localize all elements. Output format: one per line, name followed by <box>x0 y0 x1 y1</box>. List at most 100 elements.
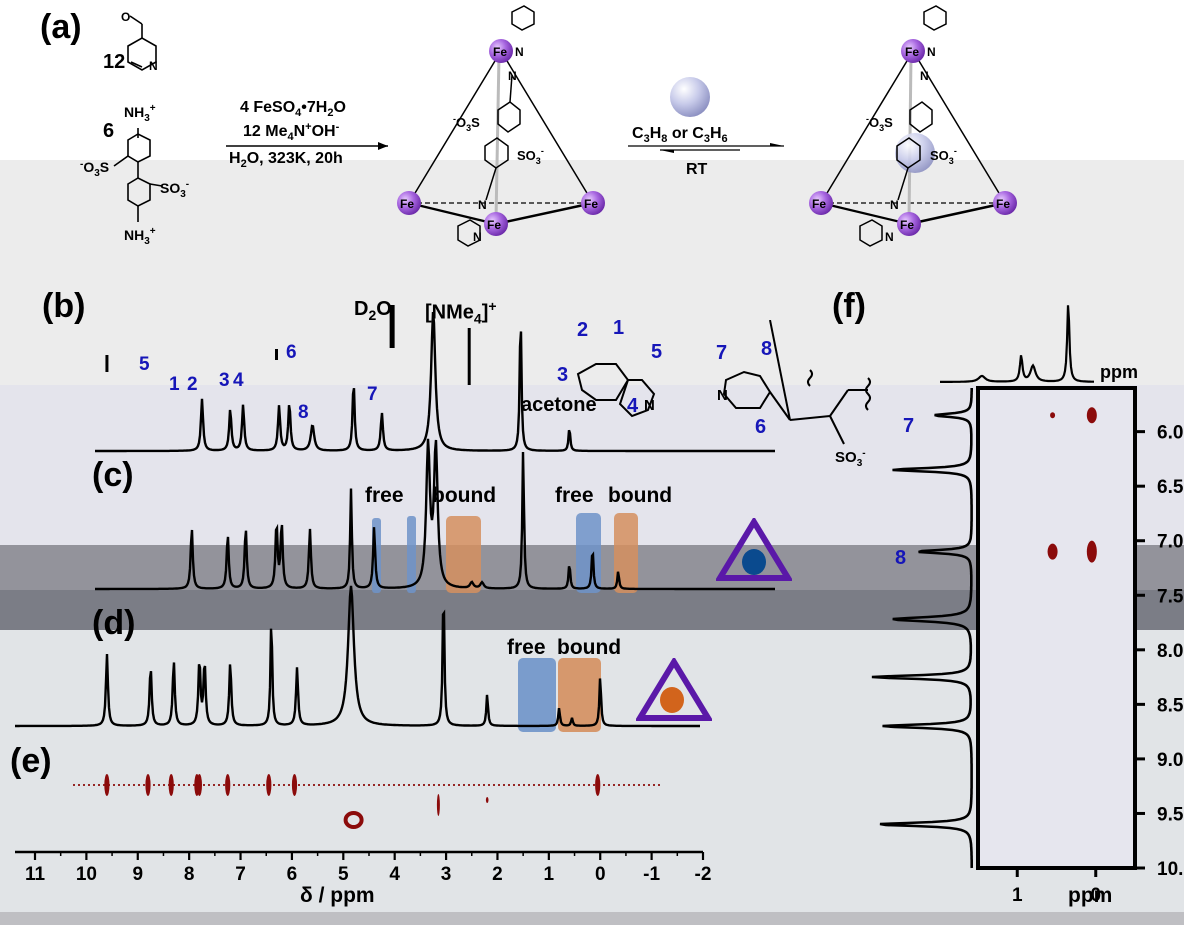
svg-text:RT: RT <box>686 161 708 178</box>
x-tick-label: 1 <box>1012 885 1023 906</box>
x-axis-label: δ / ppm <box>300 884 375 907</box>
dosy-crosspeak <box>266 774 272 796</box>
svg-text:NH3+: NH3+ <box>124 226 156 247</box>
diamine-equiv: 6 <box>103 120 114 142</box>
peak-number: 2 <box>187 374 198 395</box>
svg-text:Fe: Fe <box>812 197 826 211</box>
svg-text:C3H8 or C3H6: C3H8 or C3H6 <box>632 125 728 145</box>
svg-text:SO3-: SO3- <box>160 179 189 200</box>
aldehyde-equiv: 12 <box>103 51 125 73</box>
dosy-crosspeak-acetone <box>485 797 489 803</box>
noesy-crosspeak <box>1086 540 1097 563</box>
noesy-plot: 6.06.57.07.58.08.59.09.510.010 <box>871 305 1184 906</box>
dosy-crosspeak <box>595 774 601 796</box>
noesy-plot-frame <box>976 386 1137 870</box>
free-band <box>576 513 601 593</box>
dosy-crosspeak-solvent <box>343 811 364 829</box>
x-tick-label: -1 <box>643 864 660 885</box>
dosy-crosspeak <box>225 774 231 796</box>
peak-number: 3 <box>219 370 230 391</box>
svg-text:N: N <box>473 230 482 244</box>
acetone-label: acetone <box>521 394 597 416</box>
svg-text:Fe: Fe <box>493 45 507 59</box>
panel-label-e: (e) <box>10 742 52 780</box>
scheme-reaction: O N 12 NH3+ 6 -O3S SO3- NH3+ 4 FeSO4•7H2… <box>80 5 1017 247</box>
structure-position: 3 <box>557 364 569 386</box>
svg-text:N: N <box>478 198 487 212</box>
panel-label-d: (d) <box>92 604 136 642</box>
x-tick-label: 3 <box>441 864 452 885</box>
spectrum-c <box>95 438 775 591</box>
dosy-crosspeak <box>168 774 174 796</box>
structure-position: 8 <box>761 338 773 360</box>
x-tick-label: 10 <box>76 864 97 885</box>
numbered-structure: N N SO3- <box>576 320 871 469</box>
svg-text:-O3S: -O3S <box>453 114 480 133</box>
x-tick-label: 0 <box>595 864 606 885</box>
dosy-crosspeak-nme4 <box>436 794 440 816</box>
y-tick-label: 6.5 <box>1157 477 1184 498</box>
noesy-crosspeak <box>1050 412 1056 419</box>
spectrum-b <box>95 311 775 453</box>
svg-text:Fe: Fe <box>996 197 1010 211</box>
svg-text:N: N <box>717 387 728 404</box>
structure-position: 5 <box>651 341 663 363</box>
noesy-crosspeak <box>1047 543 1058 560</box>
noesy-row-label: 7 <box>903 415 915 437</box>
nme4-label: [NMe4]+ <box>425 298 497 327</box>
svg-text:N: N <box>890 198 899 212</box>
x-tick-label: 9 <box>132 864 143 885</box>
f-top-ppm-label: ppm <box>1100 362 1138 382</box>
svg-text:N: N <box>515 45 524 59</box>
panel-label-a: (a) <box>40 8 82 46</box>
structure-position: 6 <box>755 416 767 438</box>
free-band <box>518 658 556 732</box>
noesy-top-projection <box>940 305 1094 383</box>
peak-number: 6 <box>286 342 297 363</box>
bound-band <box>558 658 601 732</box>
structure-position: 2 <box>577 319 589 341</box>
x-tick-label: 5 <box>338 864 349 885</box>
svg-text:-O3S: -O3S <box>866 114 893 133</box>
background-band-bottom <box>0 912 1184 925</box>
y-tick-label: 6.0 <box>1157 423 1183 444</box>
panel-label-c: (c) <box>92 456 134 494</box>
svg-text:N: N <box>508 69 517 83</box>
spectrum-d <box>15 585 700 728</box>
x-tick-label: -2 <box>695 864 712 885</box>
y-tick-label: 10.0 <box>1157 859 1184 880</box>
panel-label-f: (f) <box>832 287 866 325</box>
panel-label-b: (b) <box>42 287 86 325</box>
svg-text:H2O, 323K, 20h: H2O, 323K, 20h <box>229 150 343 170</box>
svg-text:N: N <box>149 59 158 73</box>
peak-number: 7 <box>367 384 378 405</box>
svg-text:SO3-: SO3- <box>517 146 544 166</box>
x-tick-label: 6 <box>287 864 298 885</box>
f-bottom-ppm-label: ppm <box>1068 884 1113 907</box>
peak-number: 1 <box>169 374 180 395</box>
aldehyde-structure <box>127 15 157 71</box>
x-tick-label: 4 <box>389 864 400 885</box>
y-tick-label: 8.5 <box>1157 695 1184 716</box>
structure-position: 4 <box>627 395 639 417</box>
noesy-crosspeak <box>1086 407 1097 424</box>
svg-text:4 FeSO4•7H2O: 4 FeSO4•7H2O <box>240 99 346 119</box>
y-tick-label: 9.0 <box>1157 750 1183 771</box>
peak-number: 5 <box>139 354 150 375</box>
y-tick-label: 7.5 <box>1157 586 1184 607</box>
dosy-crosspeak <box>104 774 110 796</box>
x-tick-label: 7 <box>235 864 246 885</box>
x-tick-label: 8 <box>184 864 195 885</box>
svg-text:SO3-: SO3- <box>930 146 957 166</box>
band-label-free: free <box>365 484 404 507</box>
y-tick-label: 7.0 <box>1157 532 1183 553</box>
peak-number: 4 <box>233 370 244 391</box>
svg-text:N: N <box>885 230 894 244</box>
svg-text:Fe: Fe <box>584 197 598 211</box>
svg-text:N: N <box>644 397 655 414</box>
band-label-free: free <box>555 484 594 507</box>
dosy-crosspeak <box>196 774 202 796</box>
structure-position: 7 <box>716 342 728 364</box>
noesy-left-projection <box>871 388 974 869</box>
y-tick-label: 8.0 <box>1157 641 1183 662</box>
